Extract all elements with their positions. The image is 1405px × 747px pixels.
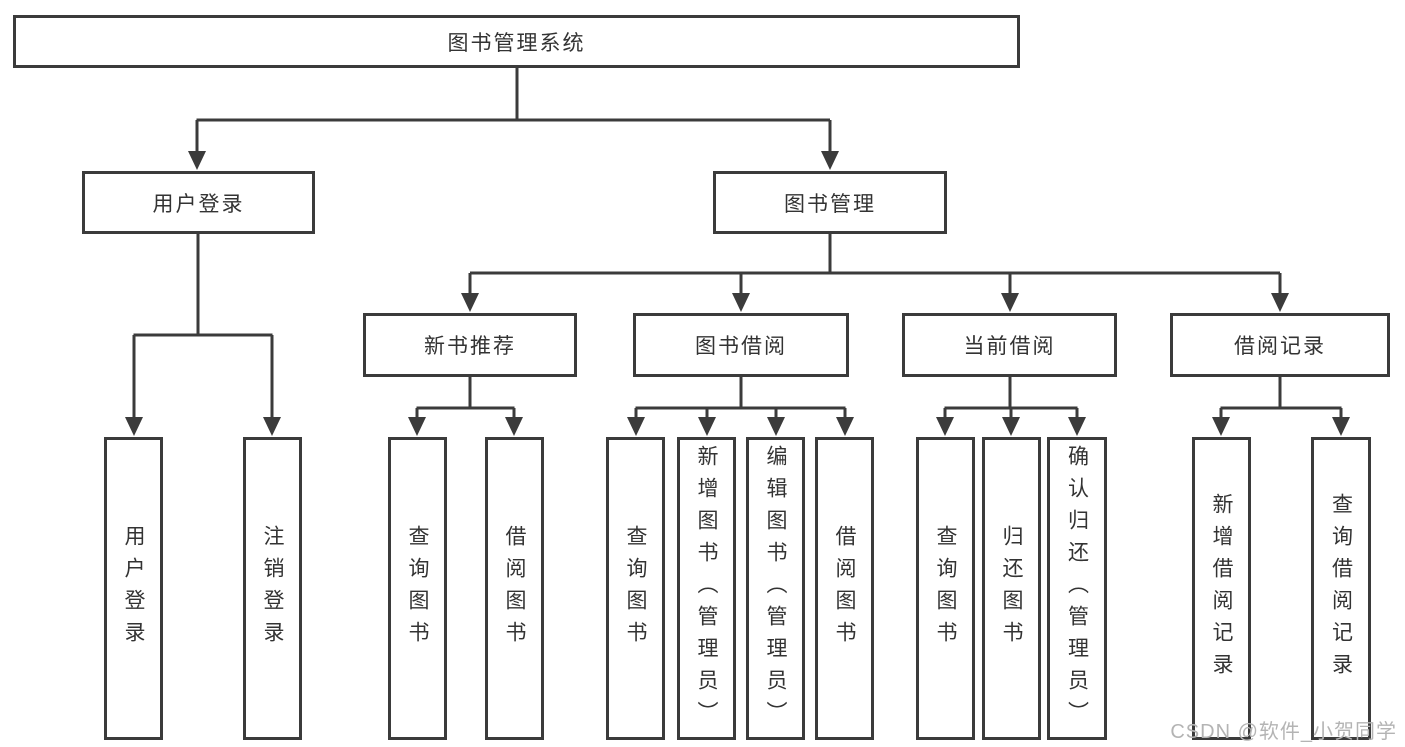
node-leaf-query-books-borrow: 查询图书 <box>606 437 665 740</box>
node-label: 借阅图书 <box>503 524 526 653</box>
node-label: 归还图书 <box>1000 524 1023 653</box>
node-leaf-edit-books-admin: 编辑图书（管理员） <box>746 437 805 740</box>
node-leaf-logout: 注销登录 <box>243 437 302 740</box>
node-label: 新书推荐 <box>424 335 516 358</box>
node-leaf-add-books-admin: 新增图书（管理员） <box>677 437 736 740</box>
node-leaf-query-books-recommend: 查询图书 <box>388 437 447 740</box>
node-label: 借阅图书 <box>833 524 856 653</box>
node-label: 确认归还（管理员） <box>1065 444 1089 733</box>
node-label: 借阅记录 <box>1234 335 1326 358</box>
node-new-book-recommendation: 新书推荐 <box>363 313 577 377</box>
node-borrowing-records: 借阅记录 <box>1170 313 1390 377</box>
node-leaf-query-books-current: 查询图书 <box>916 437 975 740</box>
node-book-borrowing: 图书借阅 <box>633 313 849 377</box>
node-book-management: 图书管理 <box>713 171 947 234</box>
node-leaf-borrow-books: 借阅图书 <box>815 437 874 740</box>
node-current-borrowing: 当前借阅 <box>902 313 1117 377</box>
node-label: 图书管理 <box>784 192 876 216</box>
node-label: 查询图书 <box>934 524 957 653</box>
node-label: 用户登录 <box>152 192 245 216</box>
node-leaf-confirm-return-admin: 确认归还（管理员） <box>1047 437 1107 740</box>
node-label: 用户登录 <box>122 524 145 653</box>
node-leaf-add-borrow-record: 新增借阅记录 <box>1192 437 1251 740</box>
node-library-management-system: 图书管理系统 <box>13 15 1020 68</box>
node-label: 查询图书 <box>624 524 647 653</box>
csdn-watermark: CSDN @软件_小贺同学 <box>1170 721 1397 743</box>
node-label: 新增借阅记录 <box>1210 492 1233 685</box>
node-label: 图书借阅 <box>695 335 787 358</box>
node-label: 注销登录 <box>261 524 284 653</box>
node-label: 查询图书 <box>406 524 429 653</box>
node-label: 查询借阅记录 <box>1329 492 1353 685</box>
node-label: 编辑图书（管理员） <box>764 444 787 733</box>
node-leaf-borrow-books-recommend: 借阅图书 <box>485 437 544 740</box>
node-label: 当前借阅 <box>963 335 1056 358</box>
node-leaf-query-borrow-record: 查询借阅记录 <box>1311 437 1371 740</box>
node-user-login: 用户登录 <box>82 171 315 234</box>
node-label: 新增图书（管理员） <box>695 444 718 733</box>
node-label: 图书管理系统 <box>447 31 586 55</box>
node-leaf-user-login: 用户登录 <box>104 437 163 740</box>
node-leaf-return-books: 归还图书 <box>982 437 1041 740</box>
